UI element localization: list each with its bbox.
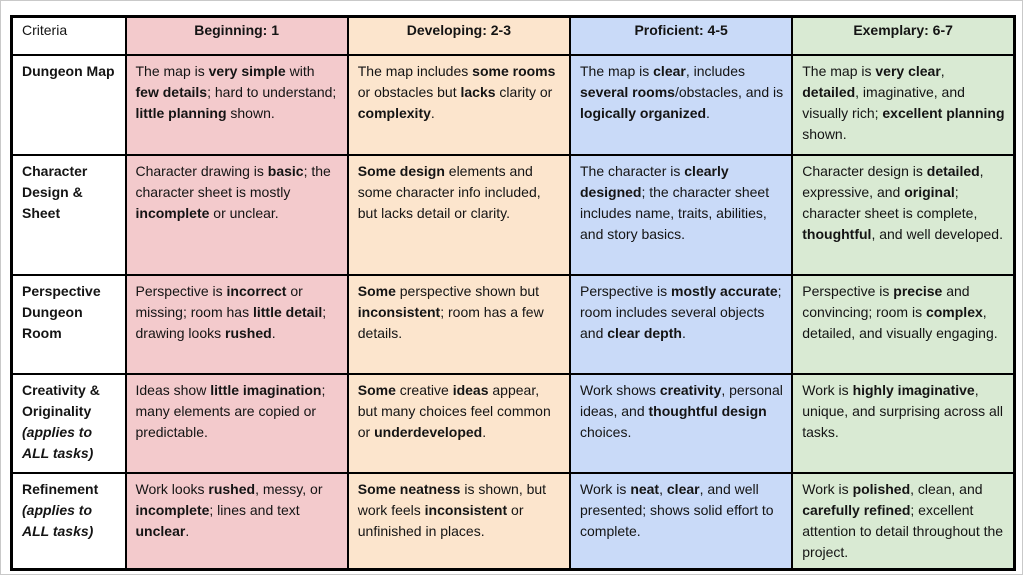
- cell-perspective-room-exemplary: Perspective is precise and convincing; r…: [791, 273, 1016, 375]
- cell-creativity-exemplary: Work is highly imaginative, unique, and …: [791, 372, 1016, 474]
- cell-refinement-beginning: Work looks rushed, messy, or incomplete;…: [124, 471, 349, 571]
- header-row: Criteria Beginning: 1 Developing: 2-3 Pr…: [10, 15, 1016, 56]
- cell-dungeon-map-beginning: The map is very simple with few details;…: [124, 53, 349, 156]
- cell-refinement-developing: Some neatness is shown, but work feels i…: [346, 471, 572, 571]
- criteria-label: Perspective Dungeon Room: [22, 282, 101, 341]
- cell-dungeon-map-exemplary: The map is very clear, detailed, imagina…: [791, 53, 1016, 156]
- cell-refinement-proficient: Work is neat, clear, and well presented;…: [568, 471, 794, 571]
- header-beginning: Beginning: 1: [124, 15, 349, 56]
- cell-perspective-room-beginning: Perspective is incorrect or missing; roo…: [124, 273, 349, 375]
- table-row-perspective-room: Perspective Dungeon Room Perspective is …: [10, 273, 1016, 375]
- criteria-perspective-room: Perspective Dungeon Room: [10, 273, 127, 375]
- criteria-dungeon-map: Dungeon Map: [10, 53, 127, 156]
- criteria-label: Character Design & Sheet: [22, 162, 88, 221]
- cell-character-design-proficient: The character is clearly designed; the c…: [568, 153, 794, 276]
- cell-perspective-room-proficient: Perspective is mostly accurate; room inc…: [568, 273, 794, 375]
- cell-creativity-proficient: Work shows creativity, personal ideas, a…: [568, 372, 794, 474]
- rubric-table: Criteria Beginning: 1 Developing: 2-3 Pr…: [10, 15, 1016, 571]
- table-row-refinement: Refinement (applies to ALL tasks) Work l…: [10, 471, 1016, 571]
- cell-perspective-room-developing: Some perspective shown but inconsistent;…: [346, 273, 572, 375]
- criteria-note: (applies to ALL tasks): [22, 501, 94, 539]
- criteria-refinement: Refinement (applies to ALL tasks): [10, 471, 127, 571]
- criteria-label: Refinement: [22, 480, 99, 497]
- criteria-character-design: Character Design & Sheet: [10, 153, 127, 276]
- cell-creativity-beginning: Ideas show little imagination; many elem…: [124, 372, 349, 474]
- header-proficient: Proficient: 4-5: [568, 15, 794, 56]
- cell-refinement-exemplary: Work is polished, clean, and carefully r…: [791, 471, 1016, 571]
- cell-character-design-beginning: Character drawing is basic; the characte…: [124, 153, 349, 276]
- cell-dungeon-map-proficient: The map is clear, includes several rooms…: [568, 53, 794, 156]
- criteria-creativity: Creativity & Originality (applies to ALL…: [10, 372, 127, 474]
- cell-creativity-developing: Some creative ideas appear, but many cho…: [346, 372, 572, 474]
- cell-dungeon-map-developing: The map includes some rooms or obstacles…: [346, 53, 572, 156]
- criteria-label: Creativity & Originality: [22, 381, 100, 419]
- table-row-character-design: Character Design & Sheet Character drawi…: [10, 153, 1016, 276]
- criteria-label: Dungeon Map: [22, 62, 115, 79]
- table-row-creativity: Creativity & Originality (applies to ALL…: [10, 372, 1016, 474]
- table-row-dungeon-map: Dungeon Map The map is very simple with …: [10, 53, 1016, 156]
- header-exemplary: Exemplary: 6-7: [791, 15, 1016, 56]
- cell-character-design-exemplary: Character design is detailed, expressive…: [791, 153, 1016, 276]
- header-developing: Developing: 2-3: [346, 15, 572, 56]
- header-criteria: Criteria: [10, 15, 127, 56]
- criteria-note: (applies to ALL tasks): [22, 423, 94, 461]
- cell-character-design-developing: Some design elements and some character …: [346, 153, 572, 276]
